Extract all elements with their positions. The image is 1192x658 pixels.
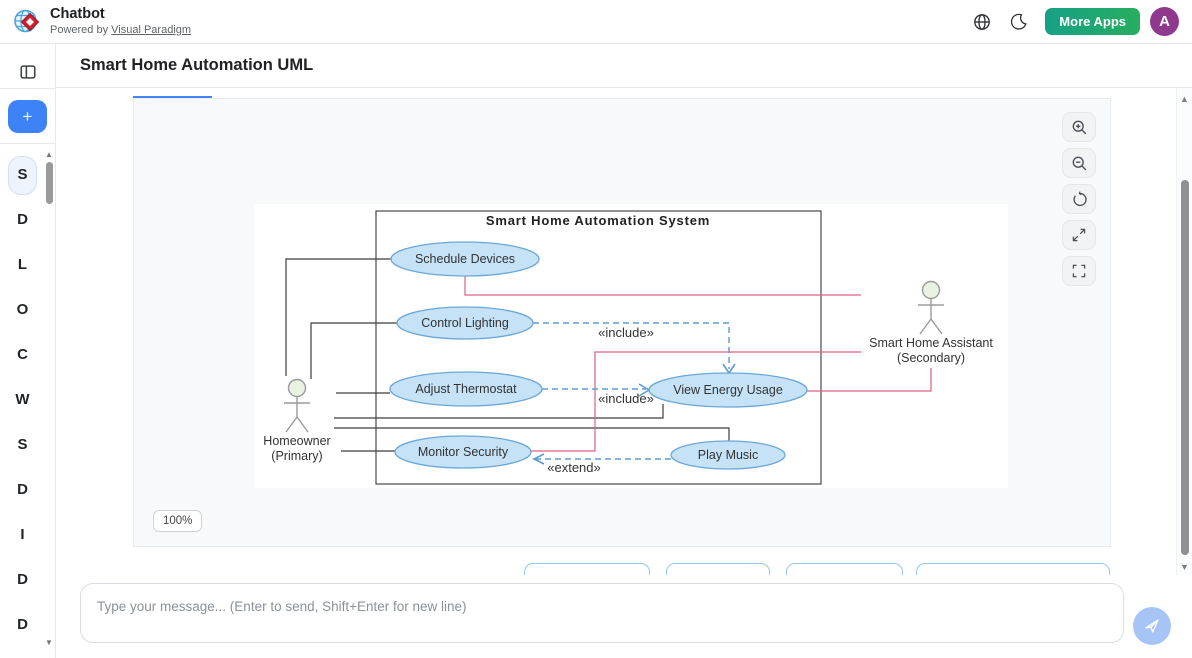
language-button[interactable] <box>967 7 997 37</box>
zoom-out-icon <box>1072 156 1086 170</box>
zoom-out-button[interactable] <box>1062 148 1096 178</box>
use-case-label: View Energy Usage <box>673 383 783 397</box>
main-area: Smart Home Automation UML Smart Home Aut… <box>56 44 1192 658</box>
active-tab-indicator <box>133 96 212 99</box>
app-title: Chatbot <box>50 5 105 22</box>
zoom-in-icon <box>1072 120 1086 134</box>
send-button[interactable] <box>1133 607 1171 645</box>
composer <box>56 575 1192 658</box>
sidebar-item-chat-6[interactable]: S <box>0 422 45 467</box>
actor-name: Homeowner <box>263 434 330 448</box>
sidebar-divider <box>0 88 55 89</box>
app-title-box: Chatbot Powered by Visual Paradigm <box>50 5 191 36</box>
chat-item-label: D <box>17 571 28 588</box>
avatar[interactable]: A <box>1150 7 1179 36</box>
more-apps-button[interactable]: More Apps <box>1045 8 1140 35</box>
actor-homeowner[interactable]: Homeowner (Primary) <box>263 378 331 464</box>
sidebar-divider <box>0 143 55 144</box>
sidebar-item-chat-7[interactable]: D <box>0 467 45 512</box>
secondary-actor-links <box>464 276 932 452</box>
globe-icon <box>974 13 991 30</box>
dark-mode-button[interactable] <box>1003 7 1033 37</box>
reset-view-button[interactable] <box>1062 184 1096 214</box>
chat-list: S D L O C W S D I D D <box>0 144 45 647</box>
dependency-lines <box>533 322 730 460</box>
fit-screen-button[interactable] <box>1062 220 1096 250</box>
chat-item-label: C <box>17 346 28 363</box>
diagram-canvas <box>254 204 1008 488</box>
chat-item-label: O <box>16 301 29 318</box>
uml-use-case-diagram[interactable]: Smart Home Automation System <box>254 204 1008 488</box>
chat-item-label: D <box>17 211 28 228</box>
sidebar-toggle-icon <box>20 65 36 79</box>
use-case-label: Play Music <box>698 448 758 462</box>
new-chat-button[interactable]: + <box>8 100 47 133</box>
use-case-label: Schedule Devices <box>415 252 515 266</box>
sidebar-item-chat-8[interactable]: I <box>0 512 45 557</box>
chat-item-label: S <box>17 436 28 453</box>
actor-name: Smart Home Assistant <box>869 336 993 350</box>
zoom-in-button[interactable] <box>1062 112 1096 142</box>
include-label-2: «include» <box>598 391 654 406</box>
send-icon <box>1145 619 1159 633</box>
moon-icon <box>1010 13 1027 30</box>
sidebar-scroll-down-arrow[interactable]: ▼ <box>45 638 53 647</box>
zoom-level-badge: 100% <box>153 510 203 532</box>
system-title: Smart Home Automation System <box>486 213 710 228</box>
chat-item-label: L <box>17 256 28 273</box>
reset-icon <box>1072 191 1087 206</box>
fullscreen-icon <box>1072 264 1086 278</box>
diagram-panel: Smart Home Automation System <box>133 98 1111 547</box>
page-title: Smart Home Automation UML <box>80 56 314 74</box>
include-label-1: «include» <box>598 325 654 340</box>
system-boundary <box>375 210 822 485</box>
sidebar-item-chat-10[interactable]: D <box>0 602 45 647</box>
visual-paradigm-link[interactable]: Visual Paradigm <box>111 23 192 36</box>
chat-item-label: D <box>17 616 28 633</box>
chat-item-label: S <box>17 166 28 183</box>
chat-item-label: I <box>20 526 25 543</box>
use-case-label: Control Lighting <box>421 316 509 330</box>
use-case-schedule-devices[interactable]: Schedule Devices <box>390 241 540 277</box>
powered-by: Powered by Visual Paradigm <box>50 24 191 36</box>
visual-paradigm-logo <box>14 9 40 32</box>
use-case-play-music[interactable]: Play Music <box>670 440 786 470</box>
use-case-control-lighting[interactable]: Control Lighting <box>396 306 534 340</box>
actor-smart-home-assistant[interactable]: Smart Home Assistant (Secondary) <box>869 280 993 366</box>
message-input-box <box>80 583 1124 643</box>
use-case-adjust-thermostat[interactable]: Adjust Thermostat <box>389 371 543 407</box>
sidebar-item-chat-0[interactable]: S <box>0 152 45 197</box>
extend-label: «extend» <box>547 460 601 475</box>
sidebar-item-chat-1[interactable]: D <box>0 197 45 242</box>
use-case-monitor-security[interactable]: Monitor Security <box>394 435 532 469</box>
chat-item-label: D <box>17 481 28 498</box>
chat-item-label: W <box>15 391 30 408</box>
sidebar-item-chat-5[interactable]: W <box>0 377 45 422</box>
viewer-toolbar <box>1062 112 1096 286</box>
sidebar-item-chat-9[interactable]: D <box>0 557 45 602</box>
association-lines <box>285 258 730 452</box>
main-scrollbar[interactable]: ▲ ▼ <box>1176 88 1192 575</box>
use-case-view-energy-usage[interactable]: View Energy Usage <box>648 372 808 408</box>
sidebar-scroll-up-arrow[interactable]: ▲ <box>45 150 53 159</box>
use-case-label: Monitor Security <box>418 445 509 459</box>
fullscreen-button[interactable] <box>1062 256 1096 286</box>
main-scrollbar-thumb[interactable] <box>1181 180 1189 555</box>
actor-role: (Primary) <box>271 449 322 463</box>
sidebar-item-chat-2[interactable]: L <box>0 242 45 287</box>
sidebar-item-chat-3[interactable]: O <box>0 287 45 332</box>
sidebar-toggle-button[interactable] <box>13 57 43 87</box>
scroll-up-arrow[interactable]: ▲ <box>1180 94 1189 104</box>
actor-role: (Secondary) <box>897 351 965 365</box>
page-header: Smart Home Automation UML <box>56 44 1192 88</box>
sidebar-scrollbar-thumb[interactable] <box>46 162 53 204</box>
scroll-down-arrow[interactable]: ▼ <box>1180 562 1189 572</box>
use-case-label: Adjust Thermostat <box>415 382 517 396</box>
powered-by-prefix: Powered by <box>50 23 112 36</box>
expand-icon <box>1072 228 1086 242</box>
message-input[interactable] <box>97 594 1097 618</box>
sidebar-item-chat-4[interactable]: C <box>0 332 45 377</box>
top-bar: Chatbot Powered by Visual Paradigm More … <box>0 0 1192 44</box>
sidebar: + S D L O C W S D I D D ▲ ▼ <box>0 44 56 658</box>
